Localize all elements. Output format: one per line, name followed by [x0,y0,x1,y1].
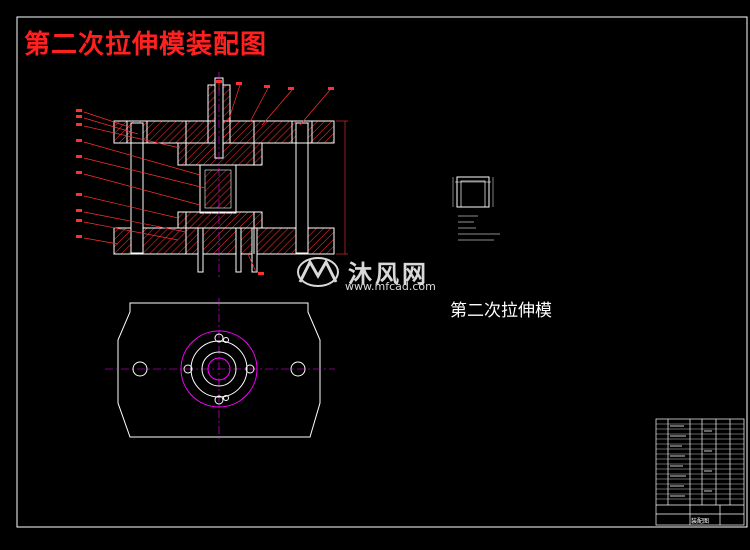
leader-lines-left [83,111,206,245]
section-view [113,72,348,278]
title-block-text-marks [670,425,712,497]
sheet-border [16,16,748,528]
watermark-brand: 沐风网 [348,260,429,288]
part-number-marks [76,80,334,275]
watermark-logo [297,257,339,287]
title-block-rows [656,423,744,500]
plan-view [105,298,335,440]
title-block [655,418,745,526]
leader-lines-top [218,80,331,273]
watermark-url: www.mfcad.com [345,280,436,293]
workpiece-detail [452,176,500,241]
technical-notes [458,215,500,241]
drawing-title: 第二次拉伸模装配图 [24,30,268,60]
title-block-name: 装配图 [691,518,710,525]
drawing-subtitle: 第二次拉伸模 [450,301,552,321]
